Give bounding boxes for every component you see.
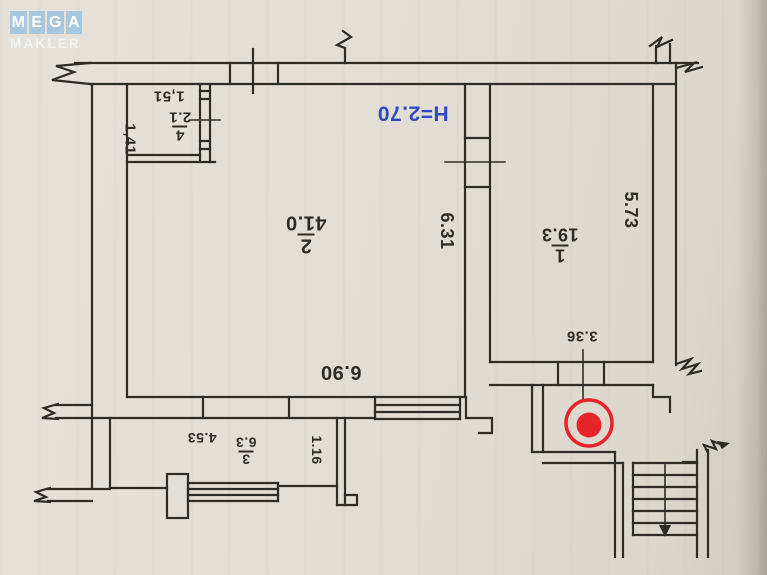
logo-mega: M E G A [10, 11, 82, 34]
room3-number: 3 [238, 450, 254, 468]
vestibule-walls [464, 383, 672, 465]
room1-label: 1 19.3 [541, 224, 579, 266]
location-marker [564, 398, 614, 448]
vent-mark [334, 29, 353, 65]
room4-label: 4 2.1 [168, 108, 192, 144]
closet-walls [125, 82, 221, 164]
dim-room4-depth: 1,41 [121, 123, 139, 155]
ceiling-height-label: H=2.70 [377, 101, 449, 125]
dim-room1-length: 5.73 [621, 191, 641, 229]
room1-number: 1 [551, 244, 569, 266]
dim-room4-width: 1,51 [153, 87, 185, 105]
balcony-walls [108, 416, 359, 520]
room3-area: 6.3 [235, 434, 257, 451]
room1-bottom-wall [488, 360, 655, 387]
room2-bottom-wall [90, 395, 468, 421]
outer-walls [32, 36, 704, 504]
room1-area: 19.3 [541, 224, 579, 245]
room2-number: 2 [297, 233, 315, 257]
dim-room3-length: 4.53 [187, 430, 217, 446]
room4-number: 4 [172, 125, 188, 144]
logo-letter-tile: G [47, 11, 64, 34]
stairs-down-arrow [659, 525, 671, 537]
room2-area: 41.0 [285, 211, 327, 234]
staircase [613, 439, 730, 559]
logo-makler: MAKLER [10, 36, 81, 51]
top-wall-window [228, 47, 280, 95]
dim-entry-span: 3.36 [566, 327, 598, 345]
logo-letter-tile: E [28, 11, 45, 34]
dim-room2-width: 6.90 [320, 361, 362, 383]
room2-label: 2 41.0 [285, 211, 327, 257]
dim-room3-width: 1.16 [309, 435, 325, 465]
partition-wall [444, 82, 506, 399]
logo-letter-tile: A [65, 11, 82, 34]
brand-logo: M E G A MAKLER [10, 11, 82, 51]
stairs-up-arrow [717, 441, 730, 449]
dim-room2-length: 6.31 [437, 212, 457, 250]
room4-area: 2.1 [168, 108, 192, 126]
room3-label: 3 6.3 [235, 434, 257, 468]
logo-letter-tile: M [10, 11, 27, 34]
